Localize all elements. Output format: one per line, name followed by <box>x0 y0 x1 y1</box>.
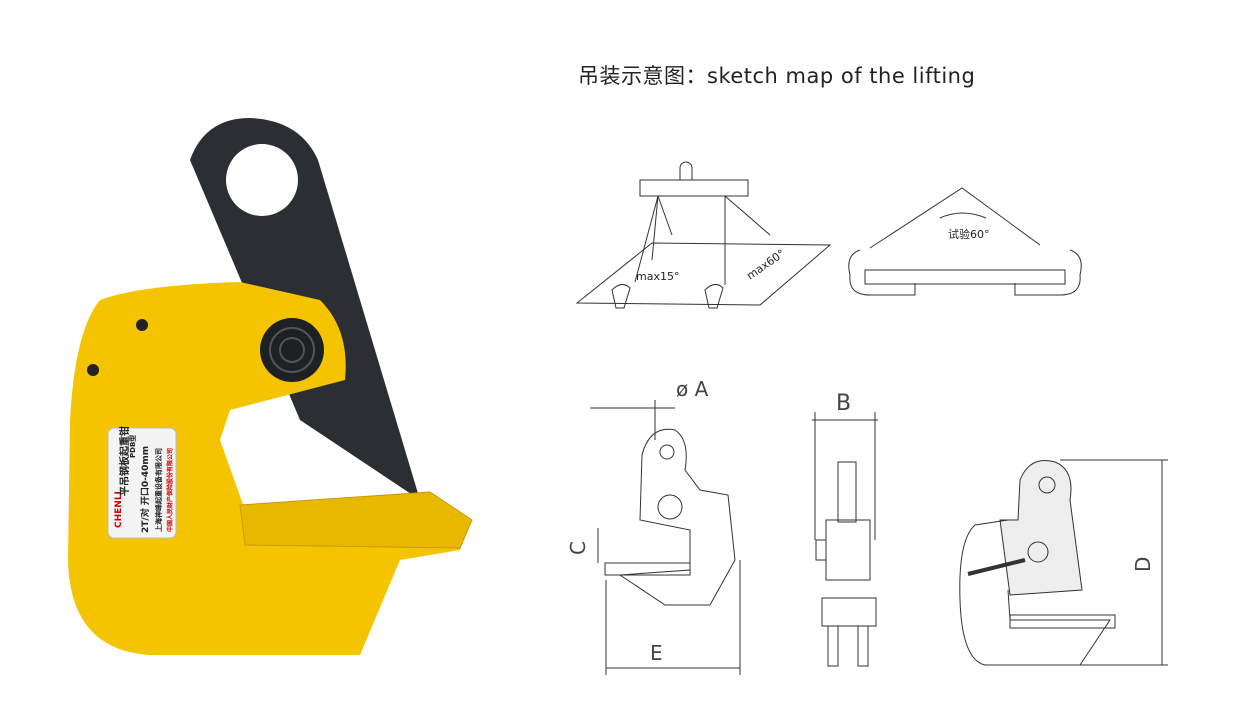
manufacturer-label: 上海神峰起重设备有限公司 <box>155 448 163 532</box>
sketch-test-angle <box>848 187 1082 296</box>
spec-opening: 开口0-40mm <box>141 445 151 506</box>
spec-load: 2T/对 <box>141 508 151 533</box>
dim-c-label: C <box>566 541 590 555</box>
model-label: PDB型 <box>129 434 137 458</box>
nameplate <box>107 427 177 539</box>
page-title: 吊装示意图：sketch map of the lifting <box>578 64 976 88</box>
dim-d-label: D <box>1131 557 1155 572</box>
dimension-drawing-front <box>812 412 878 667</box>
clamp-photo <box>68 118 473 655</box>
dimension-drawing-section <box>959 459 1168 666</box>
nameplate-text: CHENLI 平吊钢板起重钳 PDB型 2T/对 开口0-40mm 上海神峰起重… <box>108 426 176 538</box>
angle-max60-label: max60° <box>744 247 787 283</box>
dimension-drawing-side <box>590 400 741 675</box>
test-angle-label: 试验60° <box>948 227 990 241</box>
dim-a-label: ø A <box>676 377 709 401</box>
jaw-teeth <box>239 491 473 549</box>
dim-e-label: E <box>650 641 663 665</box>
brand-label: CHENLI <box>114 491 124 528</box>
clamp-body <box>68 282 470 655</box>
dim-b-label: B <box>836 391 851 416</box>
angle-max15-label: max15° <box>636 270 679 283</box>
sketch-beam-lifting <box>575 161 832 309</box>
insurer-label: 中国人民财产保险股份有限公司 <box>167 447 174 532</box>
